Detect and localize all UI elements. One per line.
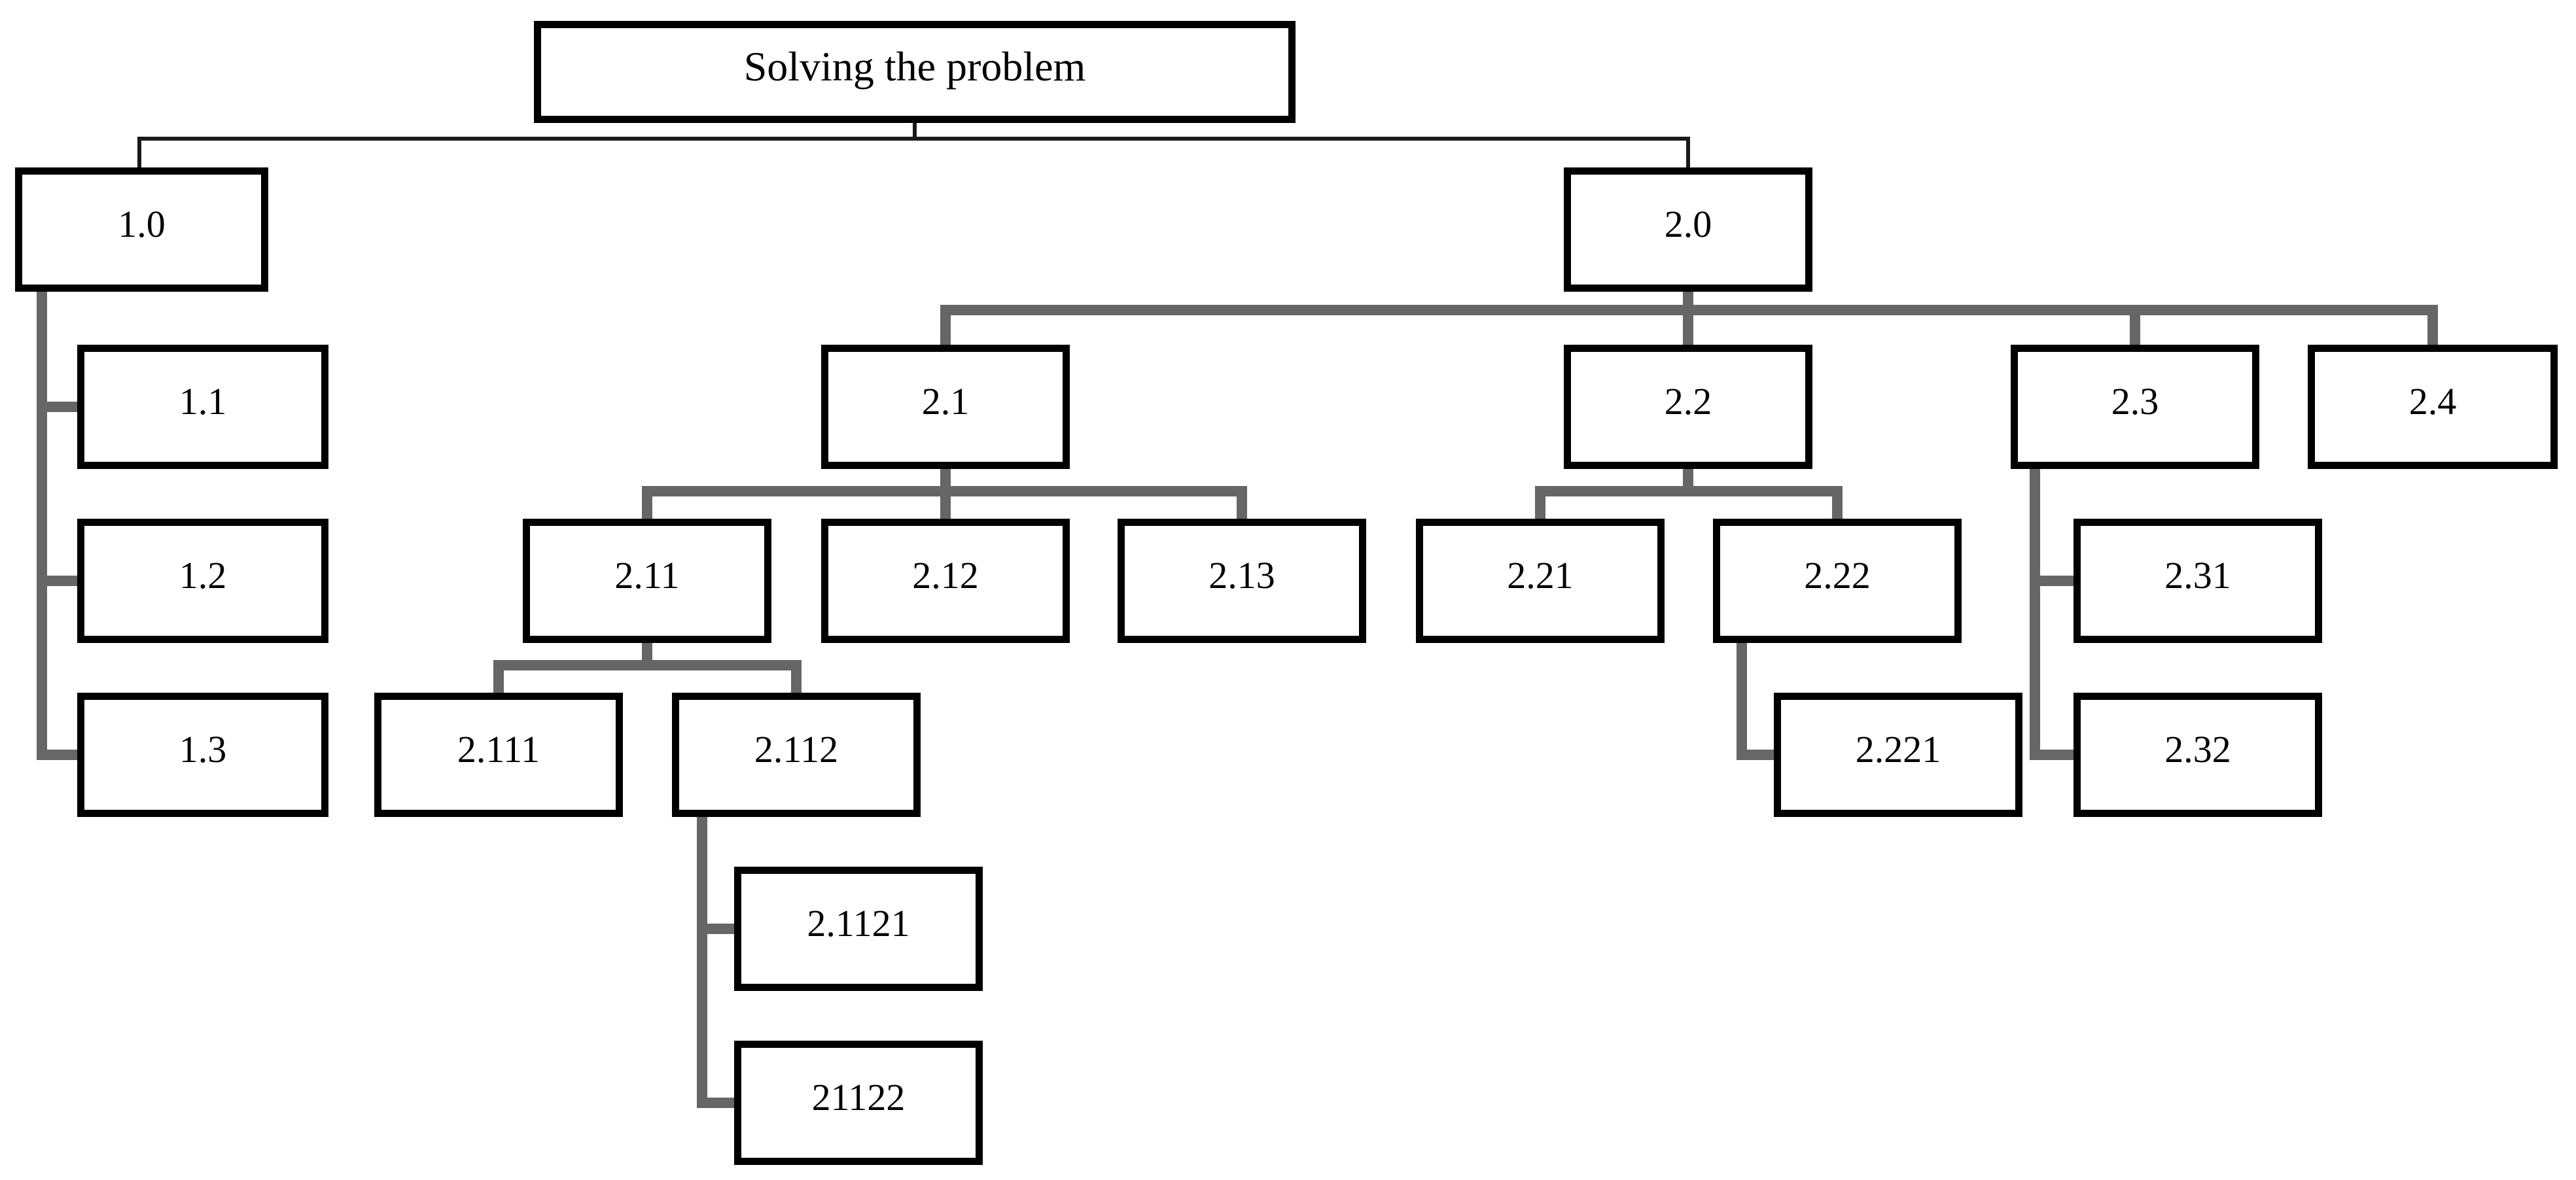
node-1-1: 1.1 xyxy=(77,345,328,469)
node-root-label: Solving the problem xyxy=(743,43,1086,90)
connector-2-1121-stub xyxy=(697,924,734,934)
node-2-3: 2.3 xyxy=(2011,345,2259,469)
connector-2-4-drop xyxy=(2427,305,2438,345)
node-2-32: 2.32 xyxy=(2073,693,2322,817)
node-21122: 21122 xyxy=(734,1041,983,1165)
node-1-0: 1.0 xyxy=(15,167,268,292)
connector-1-1-stub xyxy=(37,402,77,412)
node-1-0-label: 1.0 xyxy=(118,203,166,245)
connector-2-22-rail xyxy=(1737,643,1747,760)
node-2-0-label: 2.0 xyxy=(1664,203,1712,245)
node-2-12-label: 2.12 xyxy=(912,554,979,597)
connector-2-2-down xyxy=(1683,469,1693,486)
connector-2-0-drop xyxy=(1683,292,1693,305)
connector-2-1-drop xyxy=(940,305,951,345)
node-2-111: 2.111 xyxy=(374,693,623,817)
connector-2-1-down xyxy=(940,469,951,486)
node-2-11-label: 2.11 xyxy=(614,554,680,597)
node-1-1-label: 1.1 xyxy=(179,380,227,423)
connector-2-2-drop xyxy=(1683,305,1693,345)
connector-2-111-drop xyxy=(493,660,504,693)
connector-1-3-stub xyxy=(37,750,77,760)
node-2-21-label: 2.21 xyxy=(1507,554,1574,597)
connector-21122-stub xyxy=(697,1098,734,1108)
node-2-22: 2.22 xyxy=(1713,519,1962,643)
connector-2-31-stub xyxy=(2030,576,2073,586)
connector-2-221-stub xyxy=(1737,750,1774,760)
node-2-1-label: 2.1 xyxy=(921,380,970,423)
connector-2-3-drop xyxy=(2130,305,2140,345)
connector-2-112-drop xyxy=(791,660,802,693)
connector-1-2-stub xyxy=(37,576,77,586)
node-2-4-label: 2.4 xyxy=(2408,380,2457,423)
node-2-0: 2.0 xyxy=(1564,167,1812,292)
node-2-112-label: 2.112 xyxy=(754,728,839,771)
connector-2-32-stub xyxy=(2030,750,2073,760)
connector-2-13-drop xyxy=(1237,486,1247,519)
connector-2-22-drop xyxy=(1832,486,1843,519)
node-2-11: 2.11 xyxy=(523,519,771,643)
node-21122-label: 21122 xyxy=(811,1076,906,1119)
node-2-12: 2.12 xyxy=(821,519,1070,643)
node-2-3-label: 2.3 xyxy=(2111,380,2159,423)
node-2-1: 2.1 xyxy=(821,345,1070,469)
connector-2-12-drop xyxy=(940,486,951,519)
connector-2-2-bar xyxy=(1535,486,1843,496)
node-2-2: 2.2 xyxy=(1564,345,1812,469)
node-2-13: 2.13 xyxy=(1118,519,1366,643)
connector-2-112-rail xyxy=(697,817,707,1108)
connector-drop-1-0 xyxy=(137,137,141,167)
connector-drop-2-0 xyxy=(1686,137,1690,167)
node-2-112: 2.112 xyxy=(672,693,921,817)
node-2-1121-label: 2.1121 xyxy=(807,902,910,945)
node-2-2-label: 2.2 xyxy=(1664,380,1712,423)
node-2-111-label: 2.111 xyxy=(457,728,540,771)
node-2-4: 2.4 xyxy=(2308,345,2558,469)
node-2-221-label: 2.221 xyxy=(1855,728,1941,771)
node-1-3-label: 1.3 xyxy=(179,728,227,771)
connector-2-3-rail xyxy=(2030,469,2040,760)
connector-2-11-drop xyxy=(642,486,652,519)
node-1-2: 1.2 xyxy=(77,519,328,643)
connector-2-11-bar xyxy=(493,660,802,670)
node-2-31-label: 2.31 xyxy=(2164,554,2231,597)
node-1-2-label: 1.2 xyxy=(179,554,227,597)
node-2-221: 2.221 xyxy=(1774,693,2022,817)
node-2-13-label: 2.13 xyxy=(1209,554,1275,597)
connector-2-11-down xyxy=(642,643,652,660)
node-2-32-label: 2.32 xyxy=(2164,728,2231,771)
node-1-3: 1.3 xyxy=(77,693,328,817)
node-root: Solving the problem xyxy=(534,21,1296,123)
node-2-31: 2.31 xyxy=(2073,519,2322,643)
connector-1-0-rail xyxy=(37,292,47,760)
connector-root-drop xyxy=(913,123,917,140)
connector-root-horizontal xyxy=(137,137,1690,141)
node-2-22-label: 2.22 xyxy=(1804,554,1871,597)
node-2-1121: 2.1121 xyxy=(734,867,983,991)
node-2-21: 2.21 xyxy=(1416,519,1665,643)
connector-2-21-drop xyxy=(1535,486,1545,519)
